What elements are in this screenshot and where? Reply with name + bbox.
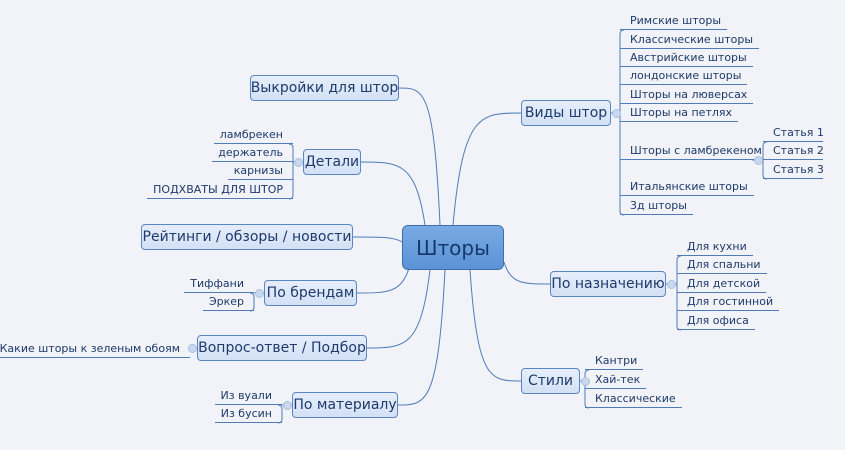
branch-vykroiki[interactable]: Выкройки для штор [250,75,399,101]
branch-brendy[interactable]: По брендам [264,280,357,306]
leaf-item[interactable]: 3д шторы [620,197,693,215]
leaf-item[interactable]: Хай-тек [585,371,647,389]
leaf-item[interactable]: Шторы на люверсах [620,86,754,104]
leaf-item[interactable]: Шторы на петлях [620,104,739,122]
branch-reiting[interactable]: Рейтинги / обзоры / новости [141,224,353,250]
branch-naznach[interactable]: По назначению [550,271,666,297]
leaf-item[interactable]: карнизы [227,162,293,180]
leaf-item[interactable]: Римские шторы [620,12,728,30]
collapse-toggle-icon[interactable] [255,289,264,298]
leaf-item[interactable]: Для кухни [677,238,753,256]
link-vidy [452,112,522,226]
leaf-item[interactable]: Шторы с ламбрекеном [620,142,768,160]
leaf-item[interactable]: лондонские шторы [620,67,748,85]
collapse-toggle-icon[interactable] [754,156,763,165]
link-material [397,269,446,406]
branch-vidy[interactable]: Виды штор [521,100,611,126]
leaf-item[interactable]: Для офиса [677,312,755,330]
leaf-item[interactable]: Кантри [585,352,644,370]
leaf-item[interactable]: Тиффани [184,275,254,293]
collapse-toggle-icon[interactable] [188,344,197,353]
leaf-item[interactable]: Из вуали [214,387,282,405]
leaf-item[interactable]: Из бусин [214,405,282,423]
leaf-item[interactable]: Итальянские шторы [620,178,754,196]
leaf-item[interactable]: Какие шторы к зеленым обоям [0,340,190,358]
leaf-item[interactable]: Для гостинной [677,293,780,311]
leaf-item[interactable]: Эркер [202,293,254,311]
sub-leaf-item[interactable]: Статья 1 [763,124,824,142]
leaf-item[interactable]: Для детской [677,275,767,293]
sub-leaf-item[interactable]: Статья 3 [763,161,824,179]
link-brendy [356,264,411,294]
collapse-toggle-icon[interactable] [581,377,590,386]
collapse-toggle-icon[interactable] [667,280,676,289]
sub-leaf-item[interactable]: Статья 2 [763,142,824,160]
branch-detali[interactable]: Детали [303,149,361,175]
leaf-item[interactable]: держатель [212,144,293,162]
link-vopros [366,269,431,349]
leaf-item[interactable]: Австрийские шторы [620,49,753,67]
leaf-item[interactable]: ламбрекен [213,126,293,144]
leaf-item[interactable]: Для спальни [677,256,767,274]
link-stili [469,269,522,382]
collapse-toggle-icon[interactable] [612,109,621,118]
branch-vopros[interactable]: Вопрос-ответ / Подбор [197,335,367,361]
branch-stili[interactable]: Стили [521,368,580,394]
leaf-item[interactable]: ПОДХВАТЫ ДЛЯ ШТОР [147,181,293,199]
collapse-toggle-icon[interactable] [294,158,303,167]
central-topic[interactable]: Шторы [402,225,504,270]
link-naznach [503,261,551,285]
branch-material[interactable]: По материалу [292,392,398,418]
link-reiting [352,236,403,243]
leaf-item[interactable]: Классические [585,390,682,408]
link-detali [360,161,426,226]
link-vykroiki [398,87,441,226]
collapse-toggle-icon[interactable] [283,401,292,410]
leaf-item[interactable]: Классические шторы [620,31,760,49]
